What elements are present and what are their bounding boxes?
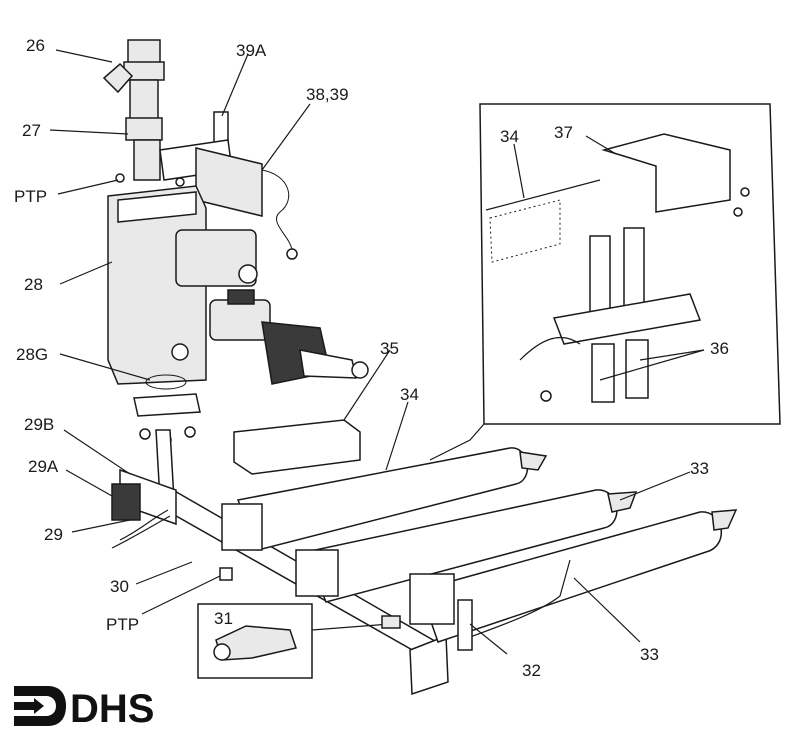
pipe-27: [133, 139, 161, 181]
gas-valve-28: [107, 173, 369, 385]
label-ptp-top: PTP: [14, 187, 47, 206]
label-30: 30: [110, 577, 129, 596]
label-33-upper: 33: [690, 459, 709, 478]
logo-text: DHS: [70, 687, 154, 731]
label-ptp-bottom: PTP: [106, 615, 139, 634]
label-34-inset: 34: [500, 127, 519, 146]
bracket-29: [111, 468, 177, 549]
leader-lines: [49, 49, 705, 655]
label-26: 26: [26, 36, 45, 55]
arrow-logo-icon: [14, 686, 66, 726]
cover-37: [601, 133, 750, 217]
thermostat-38-39: [195, 147, 298, 260]
label-34: 34: [400, 385, 419, 404]
label-36: 36: [710, 339, 729, 358]
burner-bar-33-upper: [295, 489, 638, 603]
end-plate: [409, 634, 449, 696]
label-28: 28: [24, 275, 43, 294]
label-39a: 39A: [236, 41, 267, 60]
pilot-tube-32: [457, 559, 571, 651]
gasket-28g: [145, 374, 187, 390]
gas-cock-26: [102, 39, 165, 141]
callout-labels: 26 27 39A 38,39 PTP 28 28G 29B 29A 29 30…: [14, 36, 729, 680]
dhs-logo: DHS: [14, 686, 154, 731]
inset-burner-34: [485, 179, 601, 263]
electrode-bracket-35: [233, 419, 361, 475]
label-28g: 28G: [16, 345, 48, 364]
label-27: 27: [22, 121, 41, 140]
label-31: 31: [214, 609, 233, 628]
burner-bar-33-lower: [409, 509, 738, 643]
test-point-ptp: [219, 567, 233, 581]
electrodes-36: [519, 227, 702, 403]
label-35: 35: [380, 339, 399, 358]
label-32: 32: [522, 661, 541, 680]
burner-bar-34: [221, 447, 548, 551]
label-29b: 29B: [24, 415, 54, 434]
label-37: 37: [554, 123, 573, 142]
label-33-lower: 33: [640, 645, 659, 664]
label-38-39: 38,39: [306, 85, 349, 104]
injector-detail-box: [197, 603, 401, 679]
label-29a: 29A: [28, 457, 59, 476]
label-29: 29: [44, 525, 63, 544]
